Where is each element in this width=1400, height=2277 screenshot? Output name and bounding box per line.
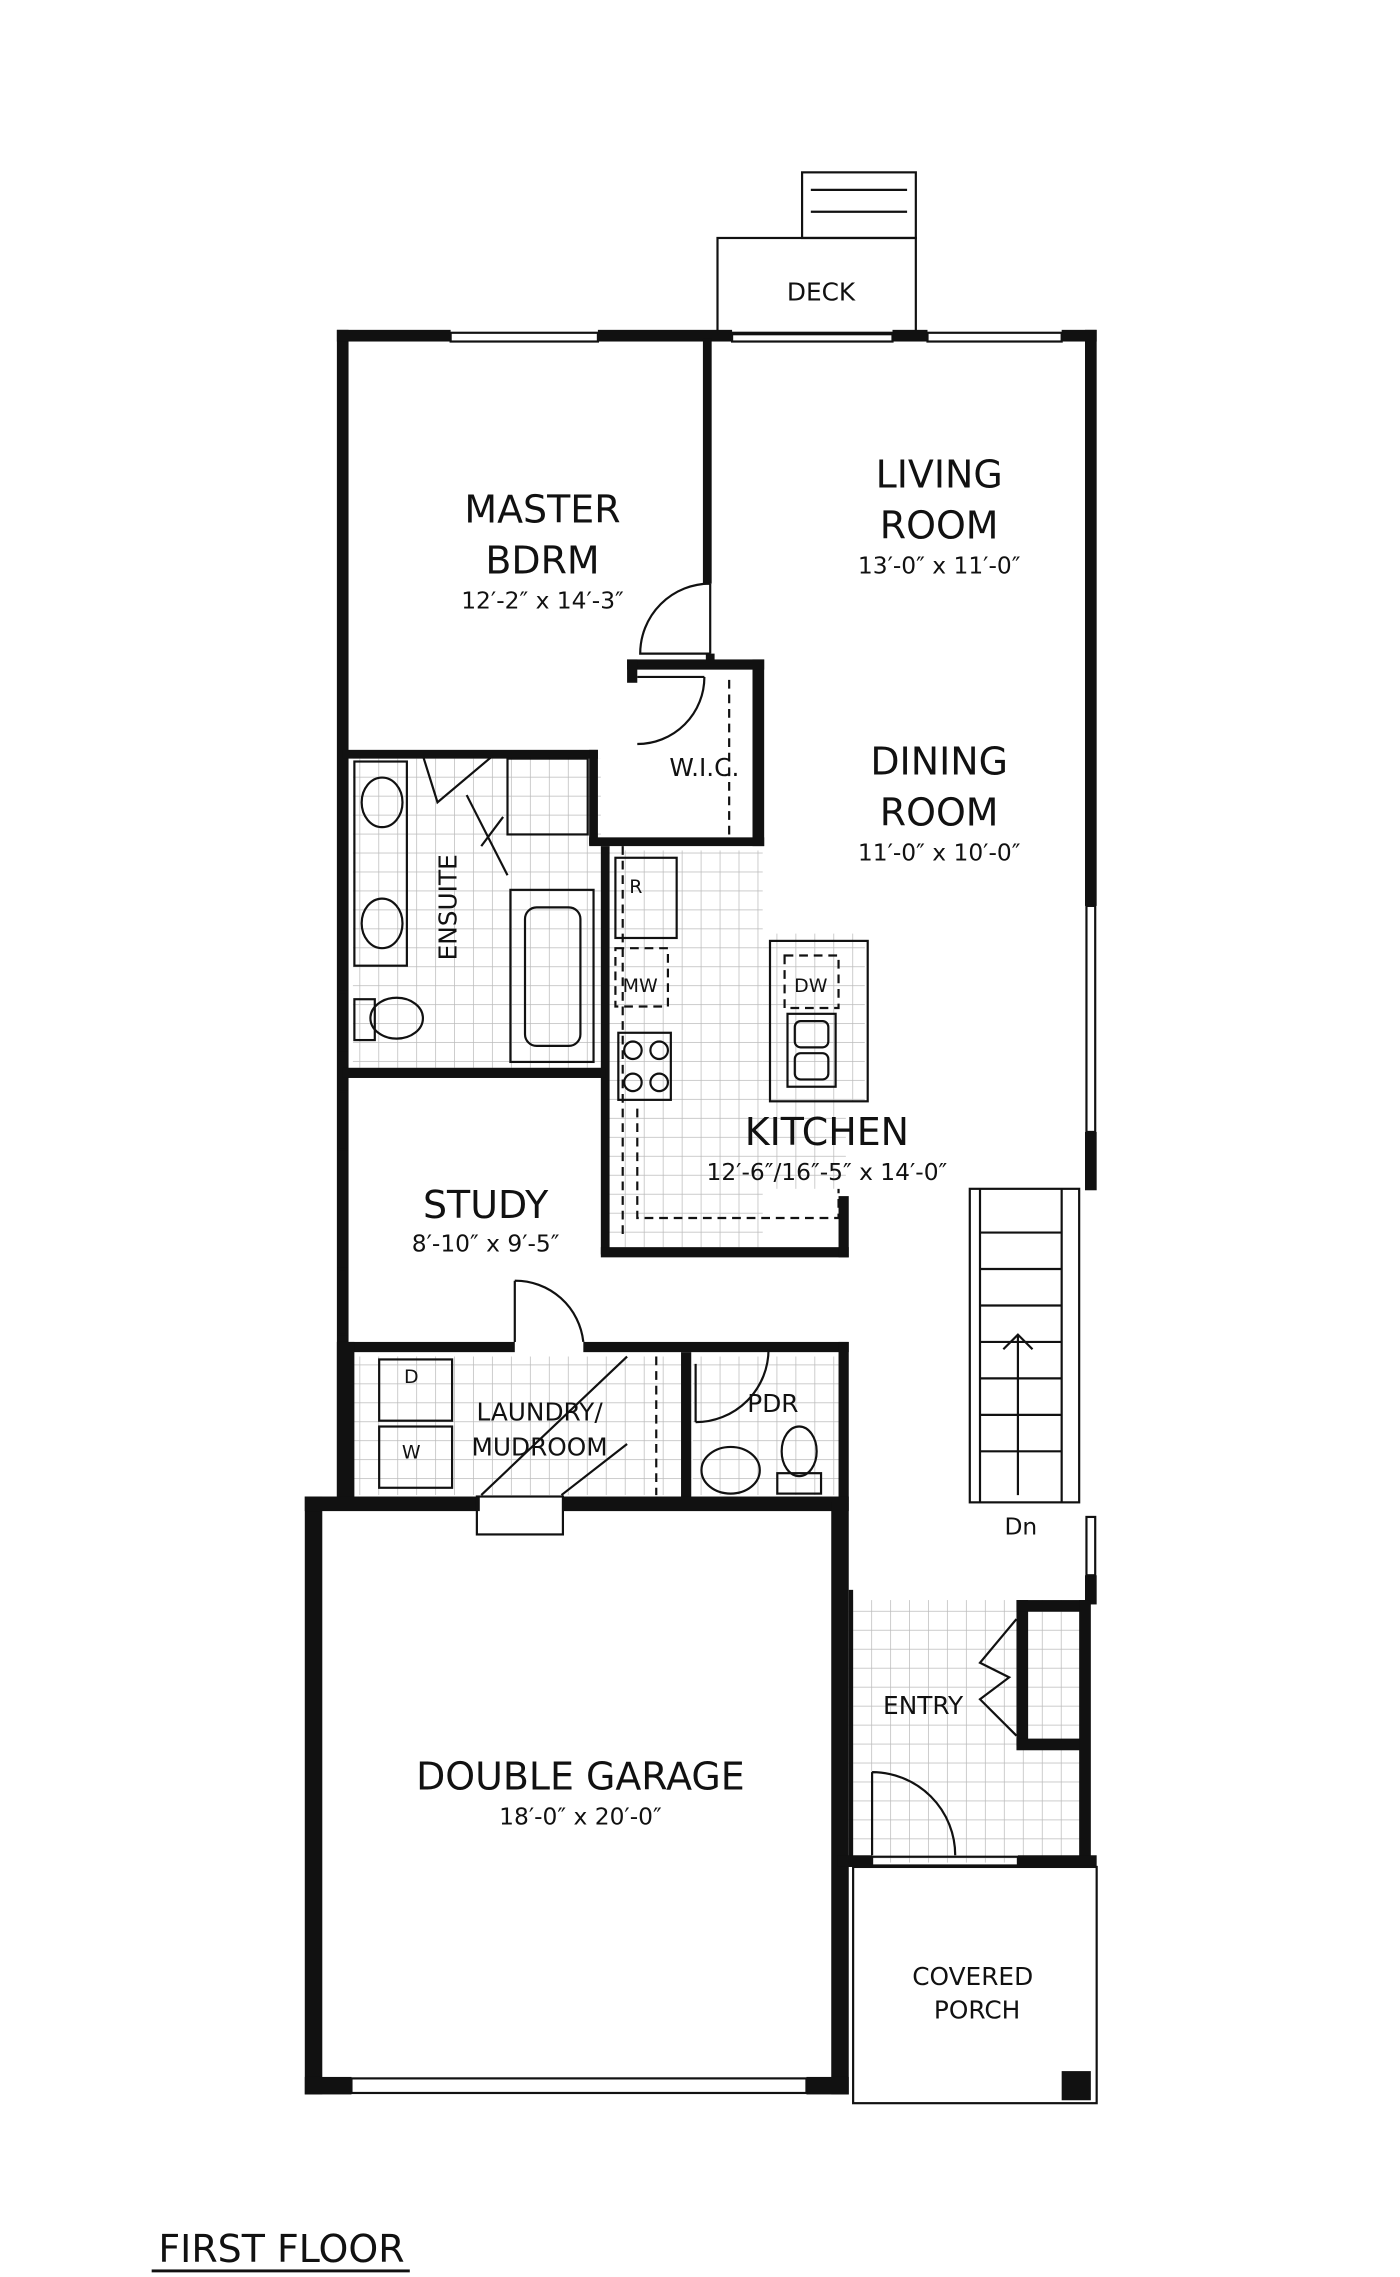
wic-label: W.I.C. (669, 753, 739, 782)
floor-title: FIRST FLOOR (158, 2227, 404, 2271)
deck-label: DECK (787, 278, 856, 307)
ensuite-label: ENSUITE (433, 854, 462, 960)
dining-room-dims: 11′-0″ x 10′-0″ (858, 839, 1021, 867)
master-bdrm-label: MASTER (464, 487, 620, 531)
doors (421, 582, 1018, 1856)
deck: DECK (716, 171, 917, 336)
laundry-label: LAUNDRY/ (476, 1398, 603, 1427)
garage-label: DOUBLE GARAGE (416, 1755, 745, 1799)
dryer-label: D (404, 1366, 419, 1388)
fridge-label: R (629, 876, 642, 898)
windows (337, 331, 1097, 2095)
garage-dims: 18′-0″ x 20′-0″ (499, 1803, 662, 1831)
living-room-dims: 13′-0″ x 11′-0″ (858, 551, 1021, 579)
living-room-label: LIVING (876, 452, 1003, 496)
fixtures (353, 679, 869, 1496)
study-dims: 8′-10″ x 9′-5″ (412, 1230, 560, 1258)
stairs[interactable]: Dn (968, 1187, 1081, 1541)
covered-porch-label: COVERED (912, 1962, 1033, 1991)
mudroom-label: MUDROOM (471, 1433, 607, 1462)
dishwasher-label: DW (794, 975, 828, 997)
dining-room-label-2: ROOM (880, 791, 999, 835)
covered-porch-label-2: PORCH (934, 1996, 1020, 2025)
stairs-down-label: Dn (1004, 1512, 1037, 1540)
master-bdrm-label-2: BDRM (485, 538, 599, 582)
dining-room-label: DINING (870, 740, 1008, 784)
microwave-label: MW (623, 975, 658, 997)
kitchen-label: KITCHEN (745, 1110, 909, 1154)
living-room-label-2: ROOM (880, 503, 999, 547)
pdr-label: PDR (747, 1389, 798, 1418)
study-label: STUDY (423, 1183, 549, 1227)
room-labels: LIVING ROOM 13′-0″ x 11′-0″ MASTER BDRM … (402, 452, 1033, 2024)
entry-label: ENTRY (883, 1691, 964, 1720)
tiled-floors (352, 758, 1085, 1863)
title-underline (151, 2269, 410, 2273)
kitchen-dims: 12′-6″/16″-5″ x 14′-0″ (706, 1158, 947, 1186)
walls (304, 329, 1098, 2105)
master-bdrm-dims: 12′-2″ x 14′-3″ (461, 586, 624, 614)
washer-label: W (402, 1442, 421, 1464)
